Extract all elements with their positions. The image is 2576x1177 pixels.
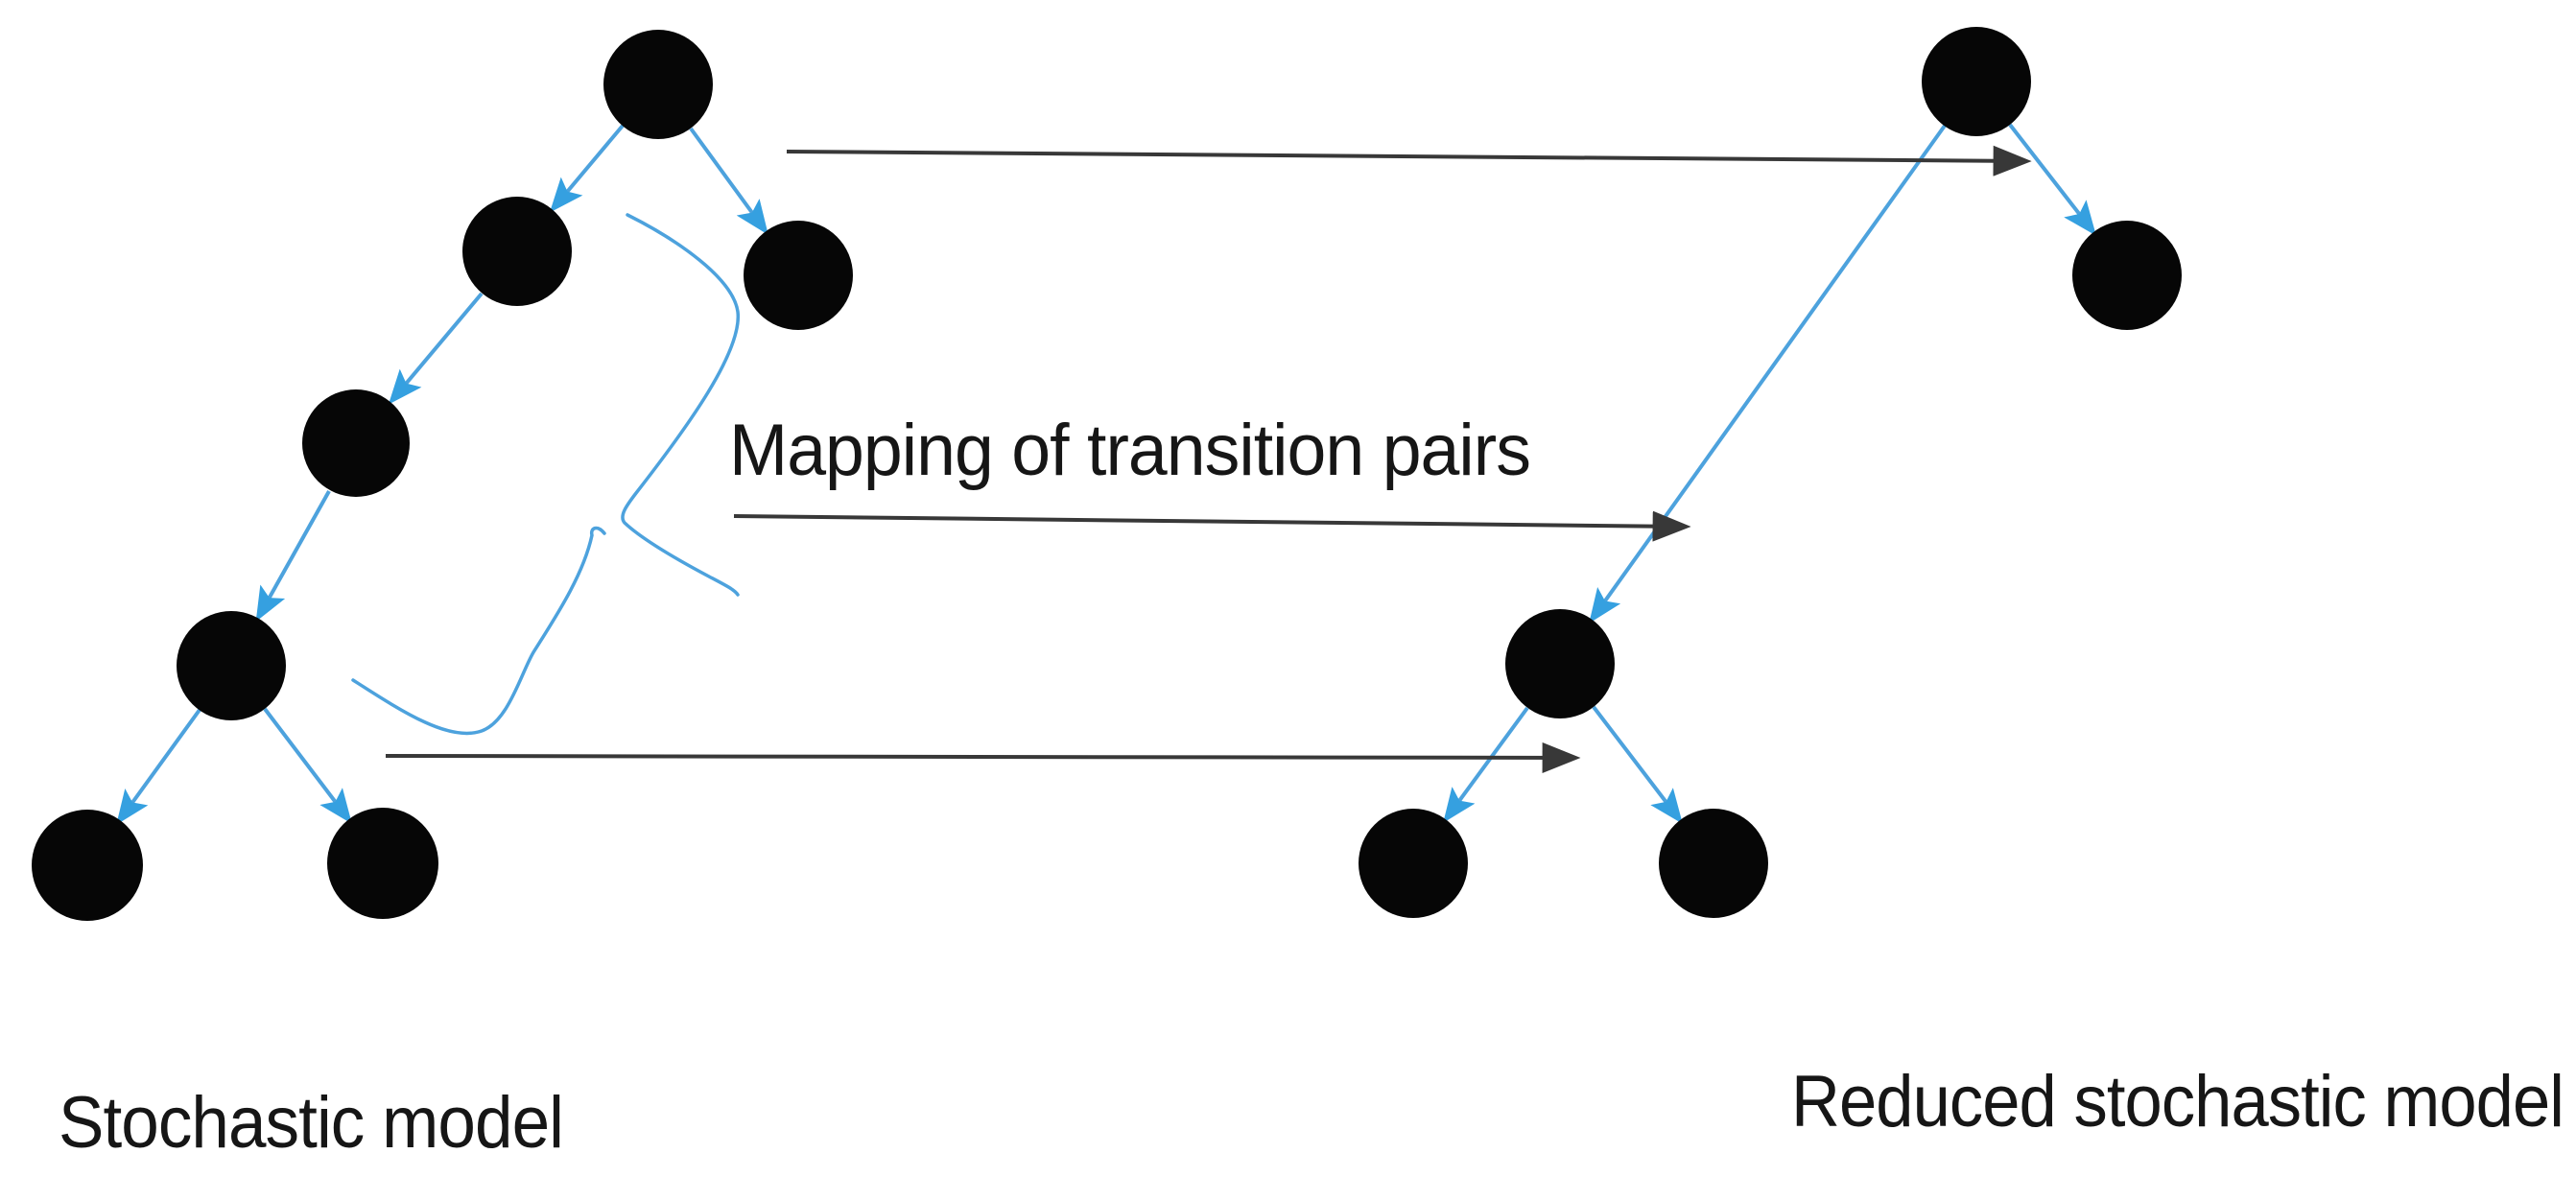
state-node-reduced-root <box>1922 27 2031 136</box>
reduced-stochastic-model-caption: Reduced stochastic model <box>1791 1061 2564 1142</box>
state-node-reduced-root-child <box>2072 221 2182 330</box>
decoration-squiggles-group <box>351 213 740 736</box>
state-node-reduced-sub-root <box>1505 609 1615 718</box>
state-node-stochastic-left-child <box>462 197 572 306</box>
state-node-stochastic-leaf-left <box>32 810 143 921</box>
transition-arrow-t-root-to-left <box>549 124 625 213</box>
transition-edges-group <box>116 123 2096 825</box>
transition-arrow-t-left-to-level3 <box>388 292 484 405</box>
transition-arrow-t-reducedroot-to-sub <box>1589 124 1947 624</box>
stochastic-model-caption: Stochastic model <box>59 1082 563 1164</box>
state-node-stochastic-root <box>603 30 713 139</box>
transition-arrow-t-level4-to-leafleft <box>116 708 201 825</box>
state-node-stochastic-leaf-right <box>327 808 438 919</box>
brace-squiggle-main <box>621 213 740 597</box>
mapping-arrow-bottom <box>385 742 1581 773</box>
transition-arrow-t-reducedroot-to-child <box>2008 123 2096 236</box>
mapping-caption: Mapping of transition pairs <box>729 410 1530 491</box>
transition-arrow-t-level4-to-leafright <box>263 707 352 824</box>
transition-arrow-t-root-to-right <box>689 127 768 235</box>
state-node-stochastic-level3 <box>302 389 410 497</box>
state-node-stochastic-right-child <box>744 221 853 330</box>
transition-arrow-t-subroot-to-leafleft <box>1443 706 1529 823</box>
mapping-arrow-middle <box>733 510 1691 542</box>
brace-squiggle-tail <box>351 526 606 736</box>
state-node-reduced-leaf-left <box>1359 809 1468 918</box>
transition-arrow-t-subroot-to-leafright <box>1592 705 1683 824</box>
transition-arrow-t-level3-to-level4 <box>255 490 331 623</box>
state-node-stochastic-level4 <box>177 611 286 720</box>
state-node-reduced-leaf-right <box>1659 809 1768 918</box>
mapping-arrows-group <box>385 145 2032 773</box>
state-nodes-group <box>32 27 2182 921</box>
mapping-arrow-top <box>786 145 2032 177</box>
